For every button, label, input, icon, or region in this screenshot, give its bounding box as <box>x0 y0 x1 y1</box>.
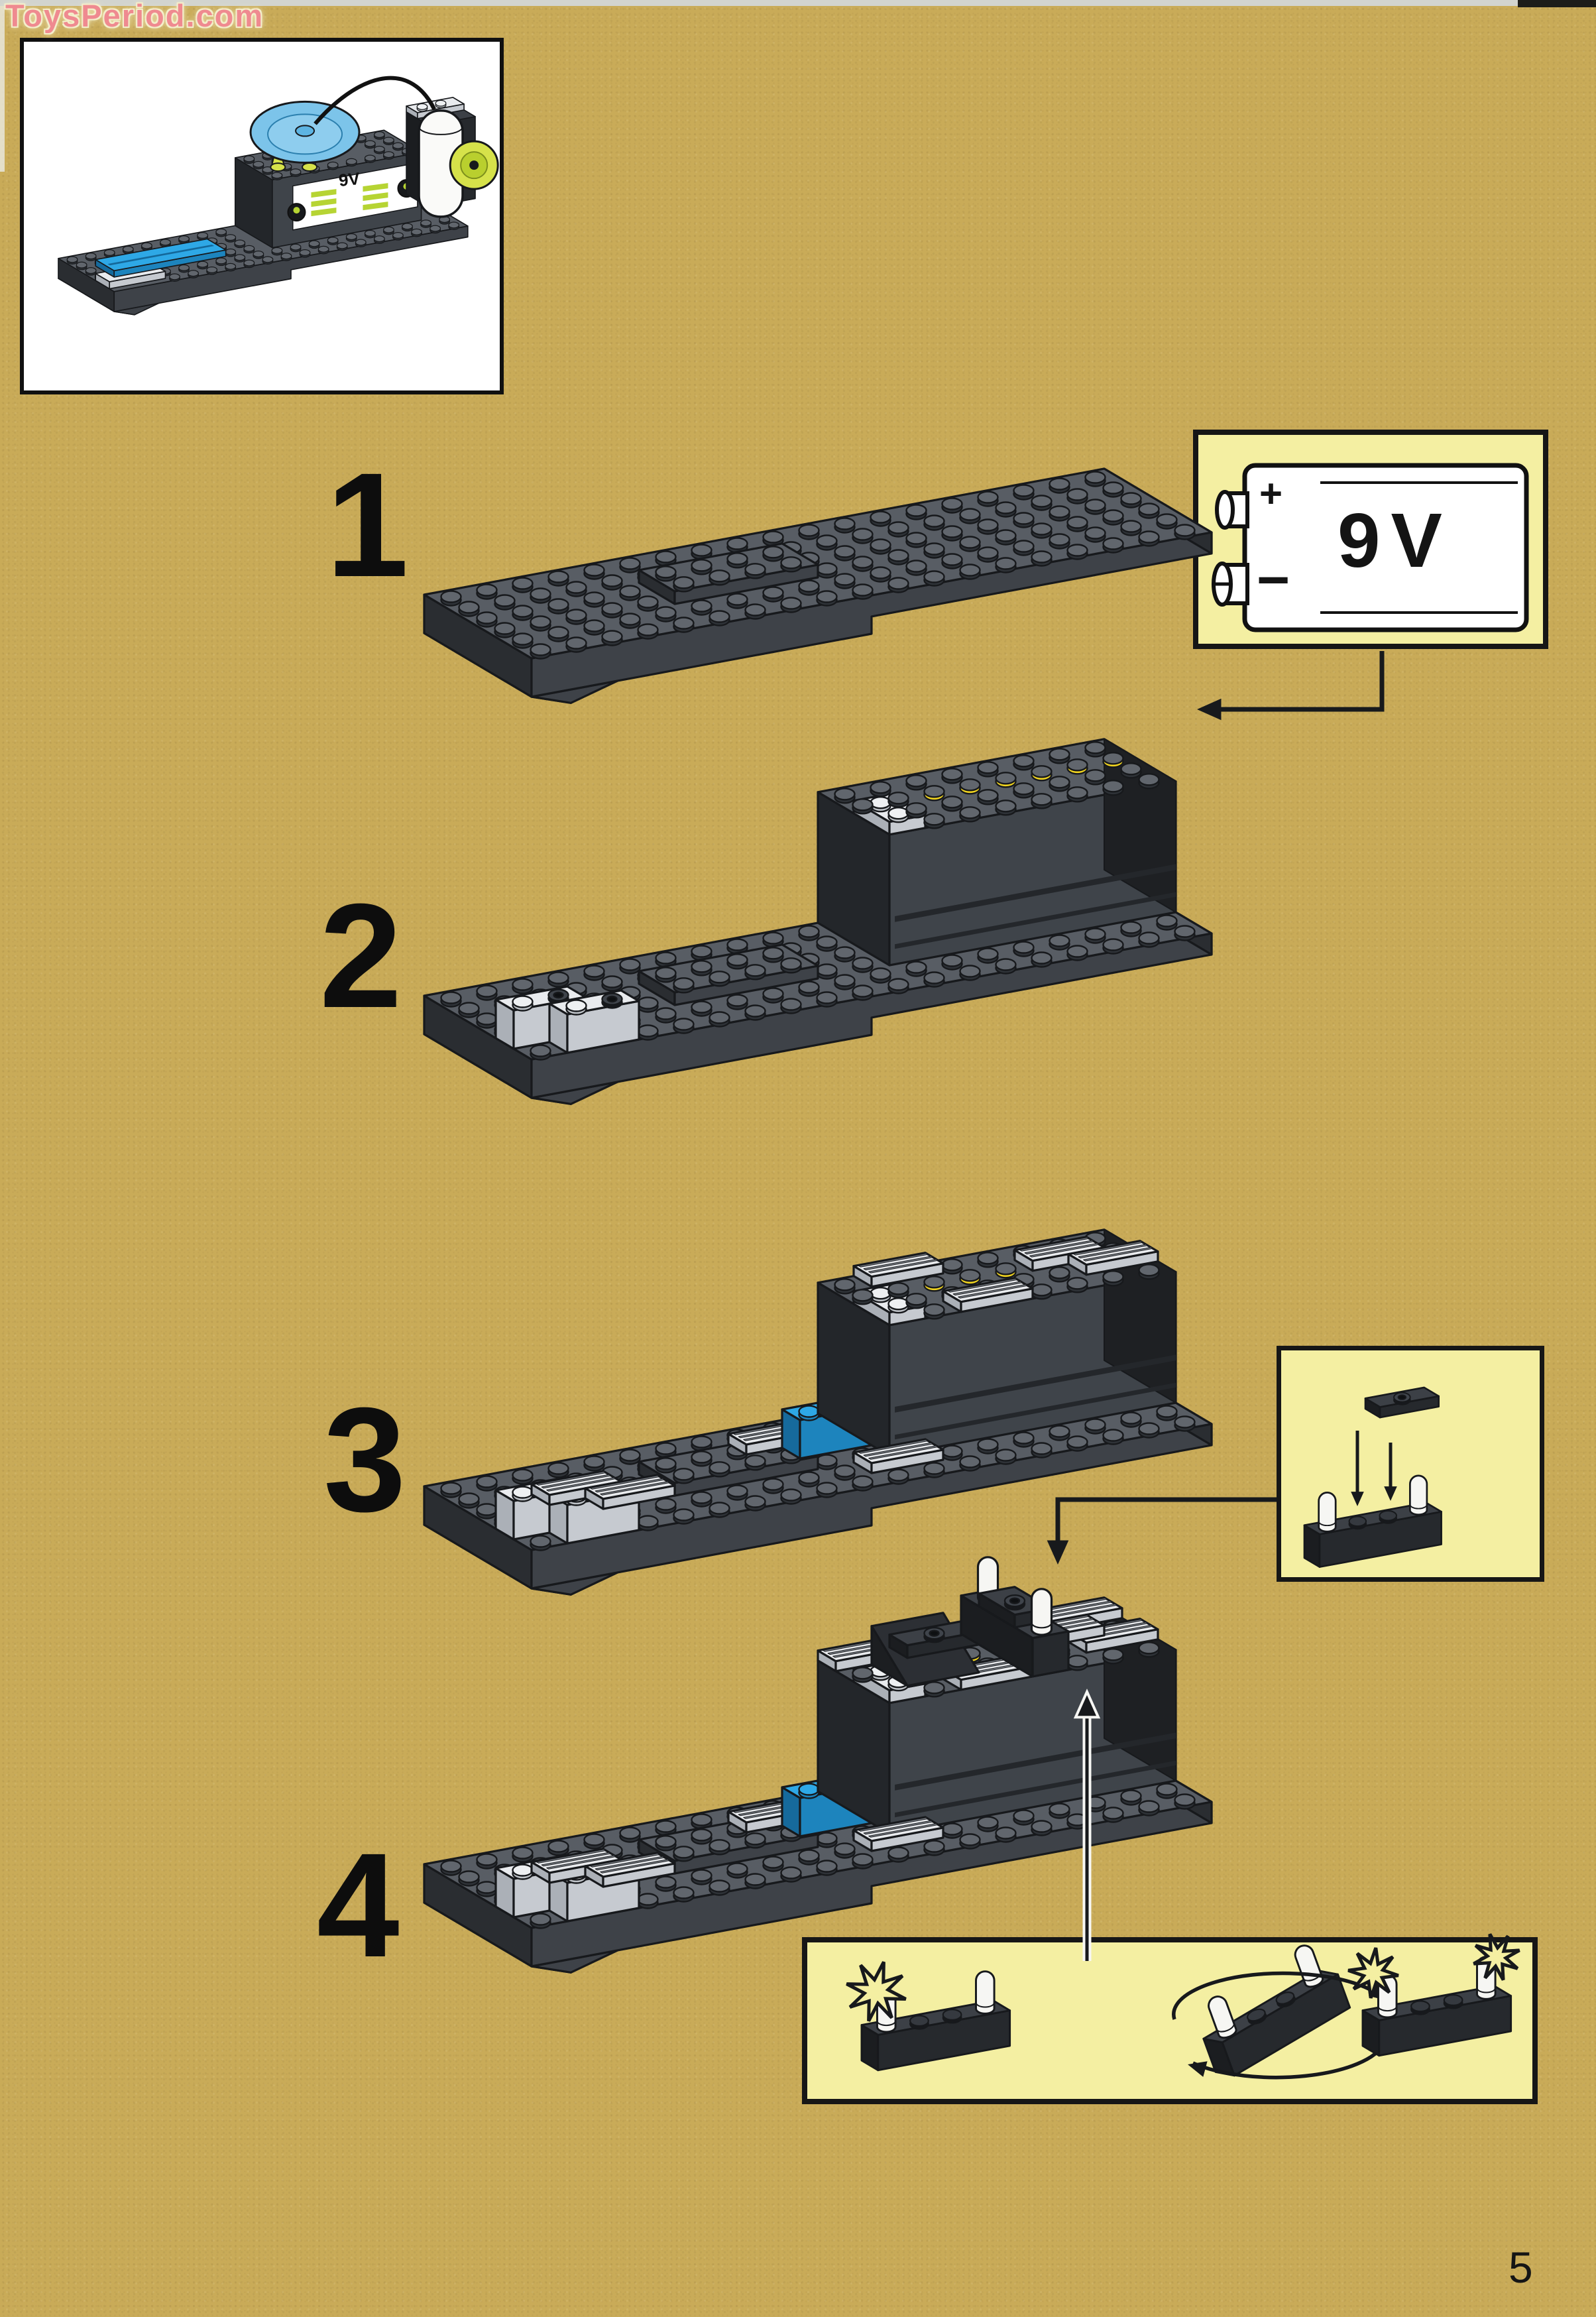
model-preview-box <box>20 38 504 394</box>
step-4-number: 4 <box>317 1822 400 1988</box>
scan-edge-top <box>0 0 1596 6</box>
battery-minus-label: − <box>1257 548 1290 612</box>
light-orientation-inset-box <box>802 1937 1538 2104</box>
step-2-diagram <box>423 738 1213 1105</box>
page-number: 5 <box>1509 2243 1533 2292</box>
step-1-diagram <box>423 467 1213 704</box>
step-3-diagram <box>423 1228 1213 1596</box>
connector-arrows <box>1047 651 1385 1961</box>
step-3-number: 3 <box>323 1377 406 1543</box>
scan-corner-mark <box>1518 0 1596 7</box>
step-1-number: 1 <box>326 442 409 608</box>
step-4-diagram <box>423 1556 1213 1974</box>
step-2-number: 2 <box>319 873 402 1039</box>
light-brick-inset-box <box>1277 1346 1544 1582</box>
scan-edge-left <box>0 6 5 172</box>
battery-plus-label: + <box>1259 471 1283 516</box>
battery-voltage-label: 9V <box>1338 497 1453 583</box>
site-watermark: ToysPeriod.com <box>5 0 264 33</box>
